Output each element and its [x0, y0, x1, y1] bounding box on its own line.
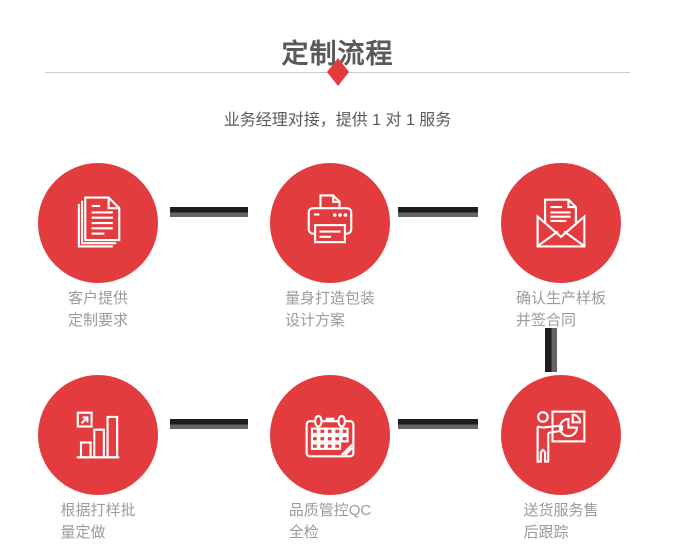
step-label: 送货服务售 后跟踪 [461, 500, 661, 544]
step-label: 量身打造包装 设计方案 [230, 288, 430, 332]
presentation-icon [536, 410, 586, 463]
step-label-line1: 量身打造包装 [284, 290, 375, 307]
step-label: 品质管控QC 全检 [230, 500, 430, 544]
step-quality-inspection: 品质管控QC 全检 [270, 375, 390, 541]
step-circle [38, 163, 158, 283]
step-label: 确认生产样板 并签合同 [461, 288, 661, 332]
step-circle [501, 375, 621, 495]
step-delivery-tracking: 送货服务售 后跟踪 [501, 375, 621, 541]
step-label-line1: 送货服务售 [523, 502, 599, 519]
connector-step5-step6 [398, 419, 478, 429]
connector-step3-step6 [545, 328, 557, 372]
step-label-line1: 品质管控QC [288, 502, 372, 519]
connector-step4-step5 [170, 419, 248, 429]
connector-step2-step3 [398, 207, 478, 217]
step-label: 根据打样批 量定做 [0, 500, 198, 544]
step-circle [501, 163, 621, 283]
step-label-line1: 根据打样批 [60, 502, 136, 519]
step-label-line1: 确认生产样板 [515, 290, 606, 307]
printer-icon [307, 194, 353, 244]
step-circle [270, 375, 390, 495]
step-label-line2: 后跟踪 [523, 524, 569, 541]
step-circle [38, 375, 158, 495]
step-customer-requirements: 客户提供 定制要求 [38, 163, 158, 329]
documents-icon [77, 196, 121, 248]
step-label-line2: 定制要求 [67, 312, 128, 329]
step-sample-contract: 确认生产样板 并签合同 [501, 163, 621, 329]
step-label-line2: 全检 [288, 524, 319, 541]
envelope-icon [536, 198, 586, 248]
diamond-icon [327, 58, 349, 86]
step-packaging-design: 量身打造包装 设计方案 [270, 163, 390, 329]
step-label-line1: 客户提供 [67, 290, 128, 307]
step-label-line2: 设计方案 [284, 312, 345, 329]
step-label-line2: 量定做 [60, 524, 106, 541]
calendar-icon [305, 414, 355, 458]
bar-chart-icon [76, 411, 120, 459]
step-label: 客户提供 定制要求 [0, 288, 198, 332]
subtitle: 业务经理对接，提供 1 对 1 服务 [223, 112, 452, 129]
step-batch-production: 根据打样批 量定做 [38, 375, 158, 541]
connector-step1-step2 [170, 207, 248, 217]
step-label-line2: 并签合同 [515, 312, 576, 329]
step-circle [270, 163, 390, 283]
